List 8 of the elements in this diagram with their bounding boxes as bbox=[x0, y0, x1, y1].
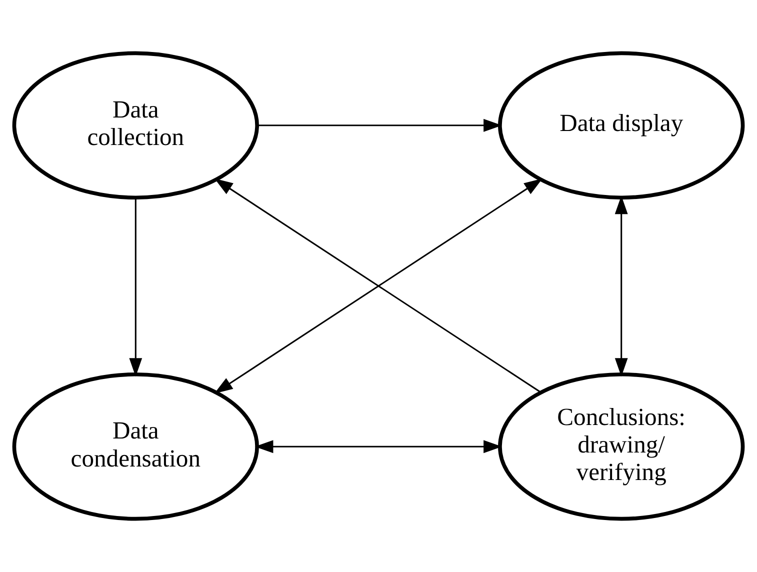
arrow bbox=[254, 440, 502, 454]
node-ellipse: Data collection bbox=[12, 51, 259, 200]
node-ellipse: Data condensation bbox=[12, 372, 259, 521]
node-ellipse: Conclusions: drawing/ verifying bbox=[498, 372, 745, 521]
node-ellipse: Data display bbox=[498, 51, 745, 200]
arrow bbox=[614, 196, 628, 377]
arrow bbox=[129, 198, 142, 377]
arrow bbox=[257, 118, 502, 132]
